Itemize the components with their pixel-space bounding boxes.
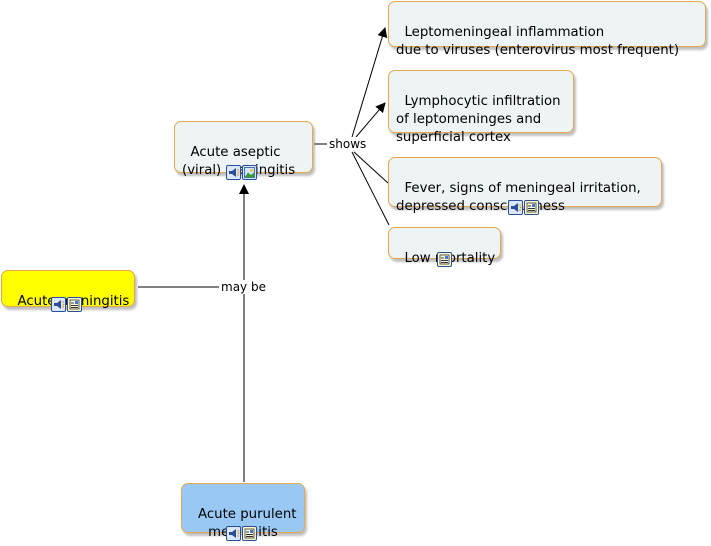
concept-leptomeningeal-inflammation[interactable]: Leptomeningeal inflammation due to virus… bbox=[388, 1, 706, 58]
note-icon[interactable] bbox=[67, 297, 82, 312]
concept-fever-signs[interactable]: Fever, signs of meningeal irritation, de… bbox=[388, 157, 662, 214]
note-icon[interactable] bbox=[437, 252, 452, 267]
resource-icons-low-mortality bbox=[437, 252, 452, 267]
line-shows-to-leptomeningeal bbox=[351, 27, 388, 138]
audio-icon[interactable] bbox=[51, 297, 66, 312]
resource-icons-fever bbox=[508, 200, 539, 215]
resource-icons-acute-meningitis bbox=[51, 297, 82, 312]
audio-icon[interactable] bbox=[226, 526, 241, 541]
concept-label: Leptomeningeal inflammation due to virus… bbox=[396, 25, 680, 58]
audio-icon[interactable] bbox=[226, 165, 241, 180]
note-icon[interactable] bbox=[242, 526, 257, 541]
linking-phrase-shows[interactable]: shows bbox=[327, 137, 369, 151]
line-shows-to-low-mortality bbox=[351, 151, 390, 226]
concept-label: Lymphocytic infiltration of leptomeninge… bbox=[396, 94, 561, 145]
line-shows-to-fever bbox=[353, 151, 389, 184]
line-shows-to-lymphocytic bbox=[355, 102, 386, 138]
note-icon[interactable] bbox=[524, 200, 539, 215]
resource-icons-acute-purulent bbox=[226, 526, 257, 541]
concept-lymphocytic-infiltration[interactable]: Lymphocytic infiltration of leptomeninge… bbox=[388, 70, 574, 145]
linking-phrase-may-be[interactable]: may be bbox=[219, 280, 268, 294]
audio-icon[interactable] bbox=[508, 200, 523, 215]
resource-icons-acute-aseptic bbox=[226, 165, 257, 180]
image-icon[interactable] bbox=[242, 165, 257, 180]
